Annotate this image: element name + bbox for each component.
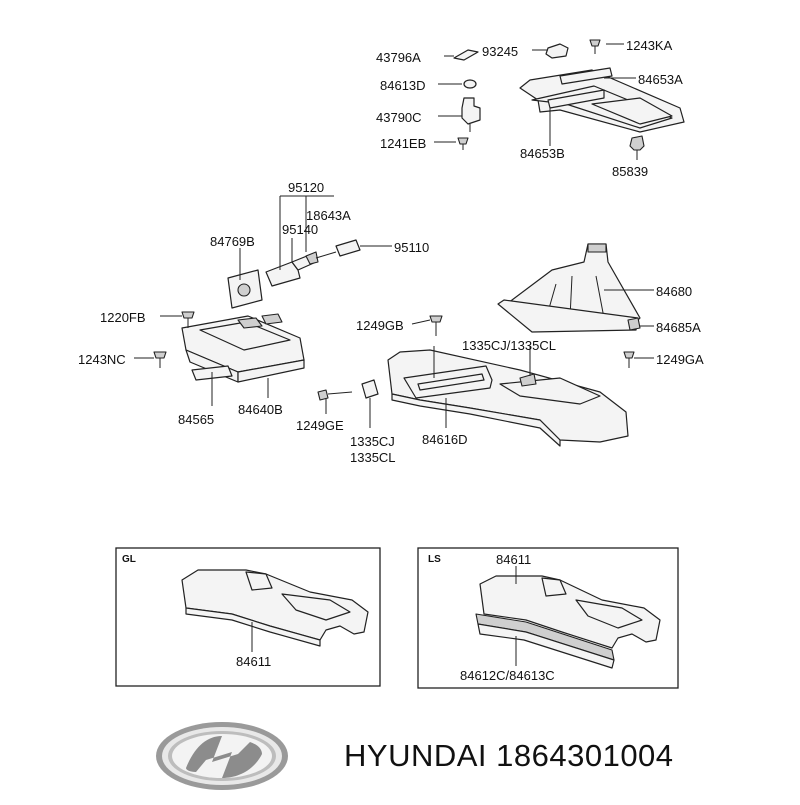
ls-label-84612C-84613C: 84612C/84613C: [460, 668, 555, 683]
screw-1243KA: [589, 39, 601, 54]
label-43790C: 43790C: [376, 110, 422, 125]
lock-43790C: [461, 97, 481, 132]
label-1243KA: 1243KA: [626, 38, 673, 53]
screw-1241EB: [457, 137, 469, 150]
ls-label-84611: 84611: [496, 552, 531, 567]
screw-1249GB: [429, 315, 443, 336]
knob-93245: [545, 43, 569, 59]
clip-85839: [629, 135, 645, 151]
bush-84613D: [463, 79, 477, 89]
boot-plate-84685A: [497, 299, 641, 333]
label-84685A: 84685A: [656, 320, 701, 335]
label-84640B: 84640B: [238, 402, 283, 417]
label-85839: 85839: [612, 164, 648, 179]
label-1241EB: 1241EB: [380, 136, 426, 151]
gl-label-84611: 84611: [236, 654, 271, 669]
leader-lines: [134, 43, 654, 428]
gl-box-title: GL: [122, 554, 136, 565]
label-1335CJ: 1335CJ: [350, 434, 395, 449]
label-95120: 95120: [288, 180, 324, 195]
label-95140: 95140: [282, 222, 318, 237]
hyundai-logo-icon: [156, 722, 288, 790]
label-1249GA: 1249GA: [656, 352, 704, 367]
label-1220FB: 1220FB: [100, 310, 146, 325]
ls-side-trim-84612C-84613C: [475, 613, 615, 669]
gl-inset-box: GL 84611: [115, 547, 381, 687]
rear-console-bracket-84653: [519, 67, 685, 133]
label-84680: 84680: [656, 284, 692, 299]
pad-43796A: [453, 49, 479, 61]
label-18643A: 18643A: [306, 208, 351, 223]
screw-1243NC: [153, 351, 167, 368]
part-labels: 43796A 93245 1243KA 84613D 84653A 43790C…: [78, 38, 704, 465]
label-1335CJ-1335CL: 1335CJ/1335CL: [462, 338, 556, 353]
label-84565: 84565: [178, 412, 214, 427]
label-1243NC: 1243NC: [78, 352, 126, 367]
clip-1335CJ-lower: [361, 379, 379, 399]
label-1249GB: 1249GB: [356, 318, 404, 333]
label-84613D: 84613D: [380, 78, 426, 93]
ls-inset-box: LS 84611 84612C/84613C: [417, 547, 679, 689]
screw-1249GA: [623, 351, 635, 368]
label-84653A: 84653A: [638, 72, 683, 87]
label-1249GE: 1249GE: [296, 418, 344, 433]
label-84769B: 84769B: [210, 234, 255, 249]
label-84653B: 84653B: [520, 146, 565, 161]
brand-part-number: HYUNDAI 1864301004: [344, 738, 674, 773]
ls-console-84611: [479, 575, 661, 649]
label-84616D: 84616D: [422, 432, 468, 447]
screw-1249GE: [317, 389, 353, 401]
lighter-95120: [265, 251, 319, 287]
label-95110: 95110: [394, 240, 429, 255]
label-43796A: 43796A: [376, 50, 421, 65]
lighter-bracket-84769B: [227, 269, 263, 309]
bracket-1335CJ-1335CL: [403, 365, 537, 399]
ls-box-title: LS: [428, 554, 441, 565]
screw-1220FB: [181, 311, 195, 328]
gl-console-84611: [181, 569, 369, 647]
label-1335CL: 1335CL: [350, 450, 396, 465]
label-93245: 93245: [482, 44, 518, 59]
socket-95110: [315, 239, 361, 259]
